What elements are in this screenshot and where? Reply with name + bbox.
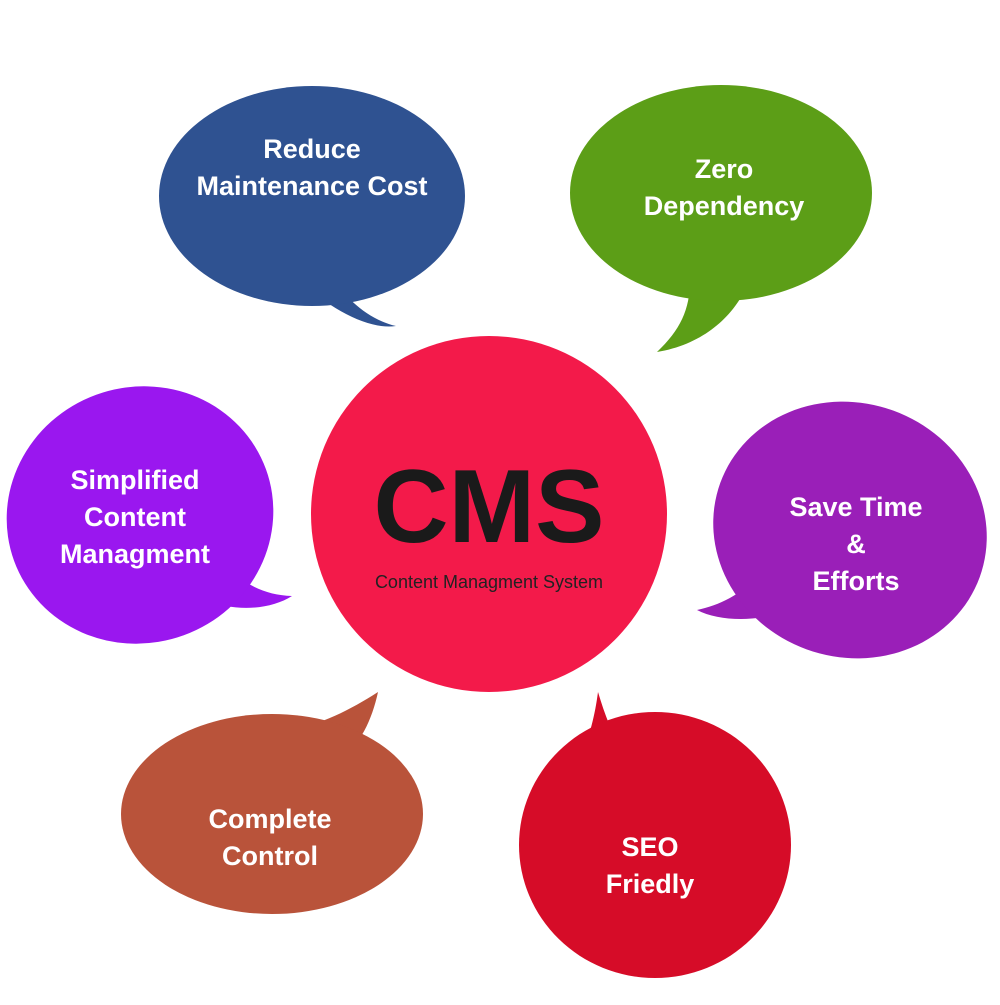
bubble-zero-dependency (570, 85, 872, 352)
bubble-label-seo-friedly: SEO Friedly (605, 832, 695, 899)
bubble-label-simplified-content-managment: Simplified Content Managment (59, 465, 211, 569)
bubble-shape (713, 401, 987, 659)
bubble-shape (159, 86, 465, 306)
bubble-reduce-maintenance-cost (159, 86, 465, 327)
bubble-label-save-time-efforts: Save Time & Efforts (789, 492, 923, 596)
center-title: CMS (373, 449, 605, 565)
center-circle (311, 336, 667, 692)
bubble-seo-friedly (519, 692, 791, 978)
bubble-label-complete-control: Complete Control (208, 804, 332, 871)
bubble-save-time-efforts (697, 401, 987, 659)
bubble-shape (121, 714, 423, 914)
bubble-simplified-content-managment (6, 386, 292, 644)
bubble-shape (519, 712, 791, 978)
bubble-label-reduce-maintenance-cost: Reduce Maintenance Cost (196, 134, 428, 201)
bubble-complete-control (121, 692, 423, 914)
bubble-label-zero-dependency: Zero Dependency (643, 154, 805, 221)
center-subtitle: Content Managment System (374, 572, 604, 592)
bubble-shape (570, 85, 872, 301)
bubble-shape (6, 386, 274, 644)
